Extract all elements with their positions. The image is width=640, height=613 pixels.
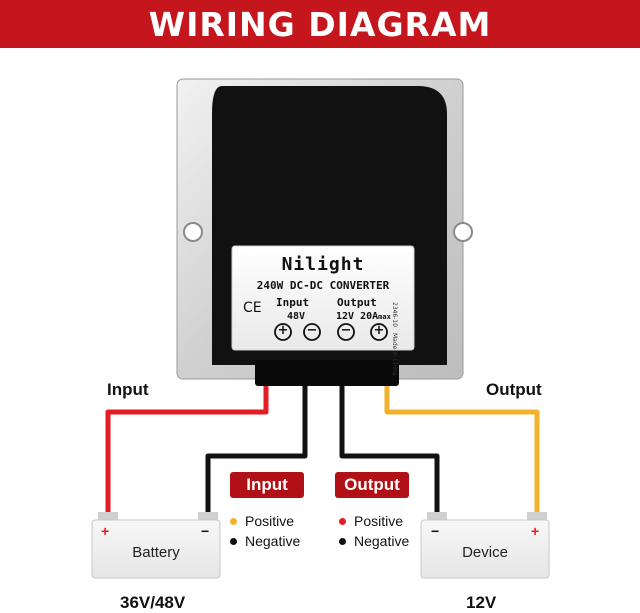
input-positive-wire	[105, 383, 269, 518]
label-output-voltage: 12V 20Amax	[336, 311, 391, 322]
mount-hole-left	[183, 222, 203, 242]
output-legend-negative: Negative	[339, 533, 409, 549]
label-input-title: Input	[276, 296, 310, 309]
output-positive-text: Positive	[354, 513, 404, 529]
output-minus-glyph: −	[340, 323, 352, 338]
output-minus-symbol	[337, 323, 355, 341]
input-minus-symbol	[303, 323, 321, 341]
device-label: Device	[462, 544, 508, 561]
battery-label: Battery	[132, 544, 180, 561]
device-terminal-left	[427, 512, 447, 522]
input-minus-glyph: −	[306, 323, 318, 338]
output-positive-wire	[384, 383, 540, 518]
wire-grommet	[255, 360, 399, 386]
label-side-note: Made in China	[391, 333, 398, 376]
output-legend-title: Output	[335, 472, 409, 498]
output-plus-glyph: +	[373, 323, 385, 338]
battery-box	[91, 519, 221, 579]
output-positive-dot	[339, 517, 346, 525]
label-side-code: 2346-10 Made in China	[391, 302, 398, 376]
label-input-voltage: 48V	[287, 311, 306, 322]
label-output-voltage-value: 12V 20A	[336, 311, 379, 322]
output-wire-label: Output	[486, 380, 542, 399]
input-negative-dot	[230, 537, 237, 545]
output-negative-dot	[339, 537, 346, 545]
label-output-title: Output	[337, 296, 377, 309]
label-output-max: max	[378, 313, 391, 321]
input-legend-title: Input	[230, 472, 304, 498]
output-legend-positive: Positive	[339, 513, 403, 529]
output-negative-wire	[339, 383, 440, 518]
label-side-code-value: 2346-10	[391, 302, 398, 328]
output-negative-text: Negative	[354, 533, 410, 549]
battery-voltage: 36V/48V	[120, 593, 186, 612]
battery-terminal-right	[198, 512, 218, 522]
input-negative-wire	[205, 383, 308, 518]
input-legend-positive: Positive	[230, 513, 294, 529]
model-name: 240W DC-DC CONVERTER	[256, 279, 390, 292]
input-plus-glyph: +	[277, 323, 289, 338]
header-banner	[0, 0, 640, 48]
output-plus-symbol	[370, 323, 388, 341]
converter-label	[231, 245, 415, 351]
battery-terminal-left	[98, 512, 118, 522]
battery-minus-sign: −	[201, 523, 210, 539]
input-plus-symbol	[274, 323, 292, 341]
device-box	[420, 519, 550, 579]
device-plus-sign: +	[531, 523, 540, 539]
input-negative-text: Negative	[245, 533, 301, 549]
ce-mark: CE	[243, 300, 262, 316]
mount-hole-right	[453, 222, 473, 242]
input-wire-label: Input	[107, 380, 149, 399]
battery-plus-sign: +	[101, 523, 110, 539]
input-legend-negative: Negative	[230, 533, 300, 549]
input-positive-text: Positive	[245, 513, 295, 529]
page-title: WIRING DIAGRAM	[148, 5, 492, 44]
device-voltage: 12V	[466, 593, 497, 612]
input-positive-dot	[230, 517, 237, 525]
device-terminal-right	[527, 512, 547, 522]
brand-name: Nilight	[281, 254, 365, 275]
device-minus-sign: −	[431, 523, 440, 539]
